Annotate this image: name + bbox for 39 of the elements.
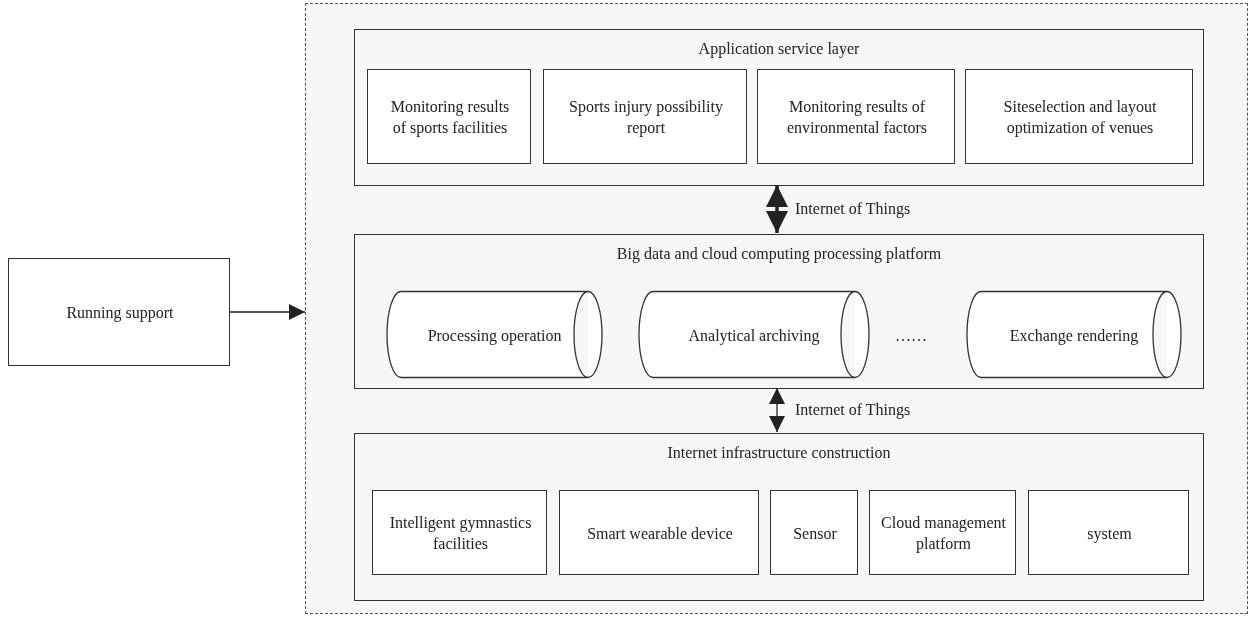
layer-title: Application service layer <box>697 39 861 59</box>
cylinder-shape <box>967 291 1181 378</box>
node-label: Processing operation <box>427 325 562 345</box>
node-label: system <box>1086 523 1133 543</box>
arrow <box>766 185 788 233</box>
process-box <box>372 490 547 575</box>
dashed-container <box>305 3 1248 614</box>
process-box <box>367 69 531 164</box>
process-box <box>770 490 858 575</box>
node-label: Sports injury possibility report <box>568 96 724 138</box>
arrow <box>769 387 785 433</box>
node-label: Exchange rendering <box>1008 325 1140 345</box>
edge-label: Internet of Things <box>793 400 913 420</box>
layer-title: Internet infrastructure construction <box>666 443 892 463</box>
process-box <box>1028 490 1189 575</box>
process-box <box>559 490 759 575</box>
process-box <box>8 258 230 366</box>
process-box <box>869 490 1016 575</box>
process-box <box>757 69 955 164</box>
edge-label: Internet of Things <box>793 199 913 219</box>
layer-panel <box>354 29 1204 186</box>
node-label: Running support <box>65 302 175 323</box>
arrow <box>229 304 306 320</box>
layer-title: Big data and cloud computing processing platform <box>615 244 943 264</box>
ellipsis-text: …… <box>895 326 927 346</box>
node-label: Sensor <box>792 523 838 543</box>
process-box <box>965 69 1193 164</box>
process-box <box>543 69 747 164</box>
cylinder-shape <box>639 291 869 378</box>
layer-panel <box>354 234 1204 389</box>
node-label: Cloud management platform <box>880 512 1007 554</box>
node-label: Intelligent gymnastics facilities <box>389 512 532 554</box>
node-label: Siteselection and layout optimization of venues <box>1002 96 1158 138</box>
layer-panel <box>354 433 1204 601</box>
node-label: Monitoring results of sports facilities <box>389 96 511 138</box>
cylinder-shape <box>387 291 602 378</box>
node-label: Smart wearable device <box>586 523 734 543</box>
node-label: Monitoring results of environmental factors <box>786 96 928 138</box>
node-label: Analytical archiving <box>687 325 821 345</box>
